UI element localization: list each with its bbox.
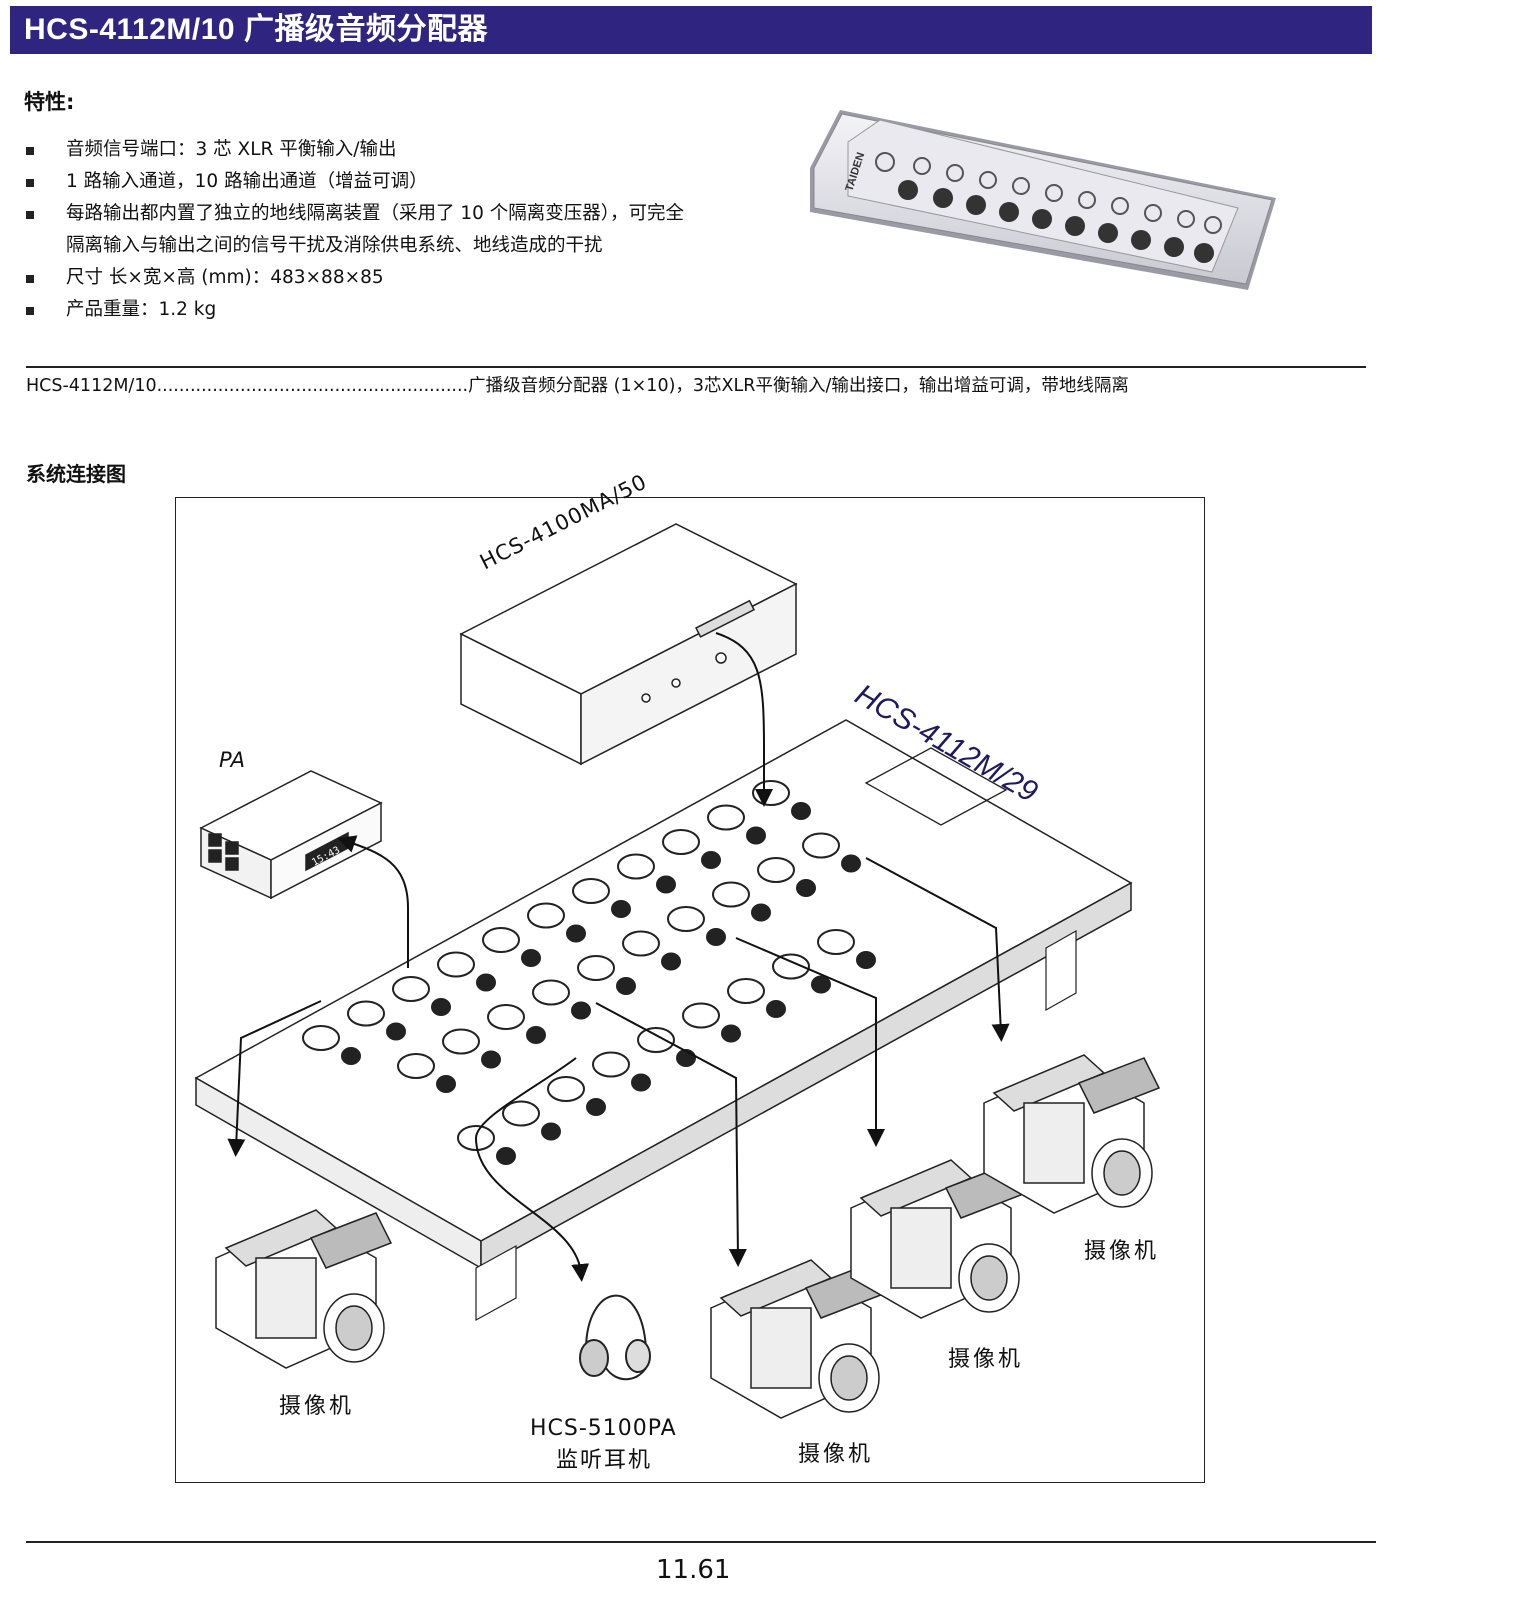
gain-knob <box>751 903 771 922</box>
divider-bottom <box>26 1541 1376 1543</box>
feature-text: 1 路输入通道，10 路输出通道（增益可调） <box>66 171 428 192</box>
headphone-model-label: HCS-5100PA <box>530 1416 677 1441</box>
camera-label: 摄像机 <box>1084 1239 1160 1264</box>
feature-list: 音频信号端口：3 芯 XLR 平衡输入/输出 1 路输入通道，10 路输出通道（… <box>26 134 686 326</box>
xlr-connector <box>617 853 655 880</box>
xlr-connector <box>662 829 700 855</box>
gain-knob <box>791 802 811 820</box>
gain-knob <box>721 1024 741 1043</box>
xlr-connector <box>572 878 610 904</box>
xlr-connector <box>577 955 615 981</box>
gain-knob <box>341 1047 361 1065</box>
gain-knob <box>811 975 831 994</box>
xlr-connector <box>487 1004 525 1030</box>
xlr-connector <box>802 832 840 859</box>
pa-label: PA <box>219 748 245 772</box>
xlr-connector <box>442 1028 480 1055</box>
feature-text: 每路输出都内置了独立的地线隔离装置（采用了 10 个隔离变压器），可完全隔离输入… <box>66 203 685 256</box>
xlr-connector <box>527 902 565 929</box>
xlr-connector <box>682 1002 720 1029</box>
gain-knob <box>701 851 721 869</box>
distributor-unit <box>194 719 1133 1322</box>
gain-knob <box>856 951 876 969</box>
xlr-connector <box>397 1053 435 1079</box>
order-model: HCS-4112M/10 <box>26 376 157 396</box>
xlr-connector <box>637 1027 675 1053</box>
xlr-connector <box>707 804 745 831</box>
gain-knob <box>586 1098 606 1116</box>
gain-knob <box>746 826 766 845</box>
headphone-name-label: 监听耳机 <box>556 1448 653 1473</box>
xlr-connector <box>502 1100 540 1127</box>
camera-label: 摄像机 <box>279 1394 355 1419</box>
gain-knob <box>431 998 451 1016</box>
source-unit <box>459 523 798 766</box>
bullet-icon <box>26 179 34 187</box>
feature-text: 音频信号端口：3 芯 XLR 平衡输入/输出 <box>66 139 397 160</box>
gain-knob <box>476 973 496 992</box>
gain-knob <box>566 924 586 943</box>
gain-knob <box>631 1073 651 1092</box>
divider-top <box>26 366 1366 368</box>
camera-label: 摄像机 <box>798 1442 874 1467</box>
system-diagram: 15:43 <box>175 469 1205 1483</box>
bullet-icon <box>26 275 34 283</box>
order-description: 广播级音频分配器 (1×10)，3芯XLR平衡输入/输出接口，输出增益可调，带地… <box>468 376 1129 396</box>
bullet-icon <box>26 307 34 315</box>
gain-knob <box>386 1022 406 1041</box>
xlr-connector <box>302 1025 340 1051</box>
bullet-icon <box>26 211 34 219</box>
feature-item: 1 路输入通道，10 路输出通道（增益可调） <box>26 166 686 198</box>
gain-knob <box>571 1001 591 1020</box>
gain-knob <box>706 928 726 946</box>
xlr-connector <box>437 951 475 978</box>
xlr-connector <box>547 1076 585 1102</box>
gain-knob <box>841 854 861 873</box>
xlr-connector <box>532 979 570 1006</box>
xlr-connector <box>482 927 520 953</box>
xlr-connector <box>392 976 430 1002</box>
feature-text: 尺寸 长×宽×高 (mm)：483×88×85 <box>66 267 384 288</box>
xlr-connector <box>817 929 855 955</box>
gain-knob <box>436 1075 456 1093</box>
camera-label: 摄像机 <box>948 1347 1024 1372</box>
gain-knob <box>796 879 816 897</box>
feature-item: 尺寸 长×宽×高 (mm)：483×88×85 <box>26 262 686 294</box>
gain-knob <box>766 1000 786 1018</box>
order-leader: ........................................… <box>156 376 469 396</box>
headphone-icon <box>579 1294 651 1381</box>
gain-knob <box>481 1050 501 1069</box>
gain-knob <box>611 900 631 918</box>
gain-knob <box>541 1122 561 1141</box>
feature-text: 产品重量：1.2 kg <box>66 299 217 320</box>
features-heading: 特性: <box>24 90 75 114</box>
xlr-connector <box>622 930 660 957</box>
gain-knob <box>616 977 636 995</box>
page-number: 11.61 <box>656 1555 731 1585</box>
xlr-connector <box>772 953 810 980</box>
xlr-connector <box>592 1051 630 1078</box>
xlr-connector <box>667 906 705 932</box>
product-photo: TAIDEN <box>808 100 1278 300</box>
bullet-icon <box>26 147 34 155</box>
feature-item: 产品重量：1.2 kg <box>26 294 686 326</box>
camera-icon <box>215 1209 392 1369</box>
gain-knob <box>521 949 541 967</box>
feature-item: 每路输出都内置了独立的地线隔离装置（采用了 10 个隔离变压器），可完全隔离输入… <box>26 198 686 262</box>
diagram-heading: 系统连接图 <box>26 462 126 486</box>
xlr-connector <box>757 857 795 883</box>
pa-amplifier: 15:43 <box>199 770 383 900</box>
feature-item: 音频信号端口：3 芯 XLR 平衡输入/输出 <box>26 134 686 166</box>
gain-knob <box>526 1026 546 1044</box>
xlr-connector <box>347 1000 385 1027</box>
xlr-connector <box>712 881 750 908</box>
gain-knob <box>661 952 681 971</box>
ordering-info: HCS-4112M/10............................… <box>26 372 1366 397</box>
page-title: HCS-4112M/10 广播级音频分配器 <box>10 6 1372 54</box>
xlr-connector <box>457 1125 495 1151</box>
gain-knob <box>656 875 676 894</box>
xlr-connector <box>727 978 765 1004</box>
gain-knob <box>496 1147 516 1165</box>
